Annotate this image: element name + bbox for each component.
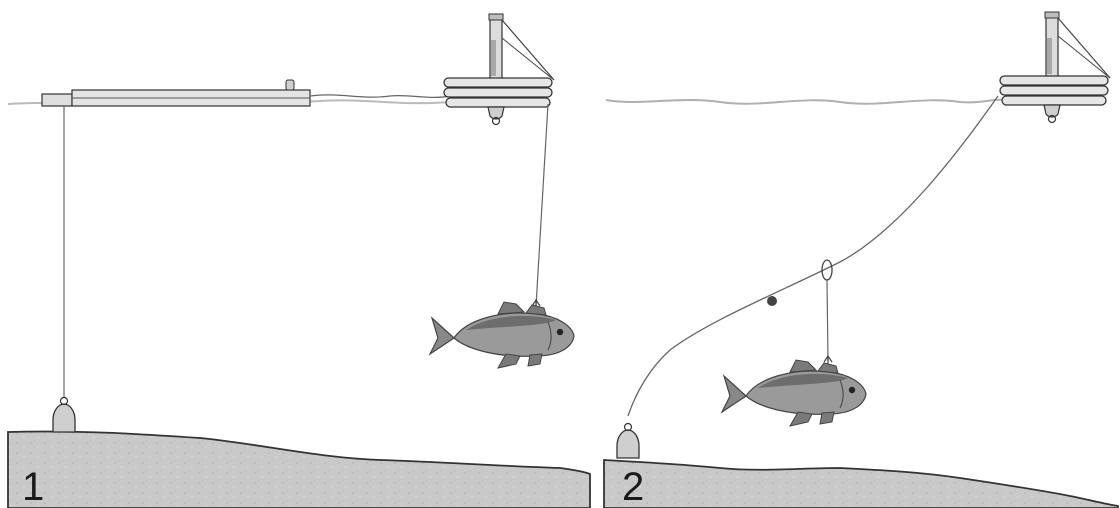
fish-1 [429, 301, 575, 369]
sinker-1 [52, 396, 76, 433]
fish-line-1 [535, 103, 549, 307]
seabed-2 [603, 459, 1119, 508]
dropper-line-2 [826, 279, 829, 363]
fish-2 [721, 359, 867, 427]
seabed-1 [7, 430, 591, 508]
water-surface-2 [605, 98, 1009, 105]
sinker-2 [616, 422, 640, 459]
surface-line-1 [309, 94, 451, 99]
main-line-2 [627, 95, 999, 417]
panel-label-2: 2 [622, 465, 644, 508]
panel-1: 1 [7, 13, 591, 508]
float-board [41, 79, 311, 107]
reel-1 [443, 13, 555, 126]
bead [767, 296, 777, 306]
panel-2: 2 [603, 11, 1119, 508]
reel-2 [999, 11, 1111, 124]
panel-label-1: 1 [22, 465, 44, 508]
